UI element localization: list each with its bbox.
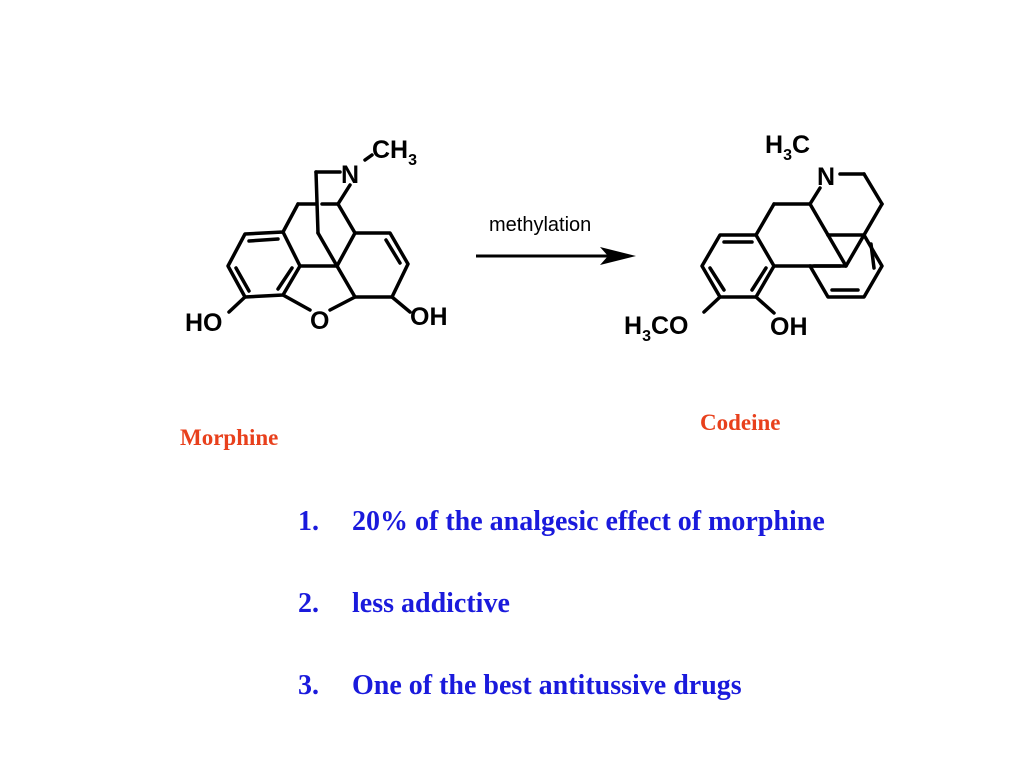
codeine-structure: [700, 172, 884, 315]
fact-number: 1.: [298, 506, 319, 537]
codeine-methyl-h: H: [765, 131, 783, 159]
reaction-label: methylation: [489, 214, 591, 236]
codeine-methoxy-co: CO: [651, 312, 689, 340]
fact-item: 3. One of the best antitussive drugs: [298, 670, 825, 752]
fact-number: 2.: [298, 588, 319, 619]
fact-text: 20% of the analgesic effect of morphine: [352, 506, 825, 537]
codeine-methoxy-label: H3CO: [624, 312, 688, 345]
codeine-n-atom: N: [817, 163, 835, 191]
morphine-methyl-sub: 3: [408, 152, 417, 169]
fact-item: 1. 20% of the analgesic effect of morphin…: [298, 506, 825, 588]
morphine-methyl-c: CH: [372, 136, 408, 164]
morphine-methyl-label: CH3: [372, 136, 417, 169]
codeine-methoxy-h: H: [624, 312, 642, 340]
codeine-methyl-label: H3C: [765, 131, 810, 164]
morphine-o-atom: O: [310, 307, 329, 335]
fact-number: 3.: [298, 670, 319, 701]
codeine-methyl-sub: 3: [783, 147, 792, 164]
codeine-facts-list: 1. 20% of the analgesic effect of morphin…: [298, 506, 825, 752]
codeine-oh-label: OH: [770, 313, 808, 341]
codeine-name: Codeine: [700, 410, 781, 435]
morphine-structure: [226, 153, 412, 314]
morphine-ho-label: HO: [185, 309, 223, 337]
fact-text: One of the best antitussive drugs: [352, 670, 742, 701]
morphine-name: Morphine: [180, 425, 279, 450]
morphine-oh-label: OH: [410, 303, 448, 331]
morphine-n-atom: N: [341, 161, 359, 189]
fact-item: 2. less addictive: [298, 588, 825, 670]
codeine-methoxy-sub: 3: [642, 328, 651, 345]
codeine-methyl-c: C: [792, 131, 810, 159]
reaction-arrow: [476, 247, 636, 265]
fact-text: less addictive: [352, 588, 510, 619]
